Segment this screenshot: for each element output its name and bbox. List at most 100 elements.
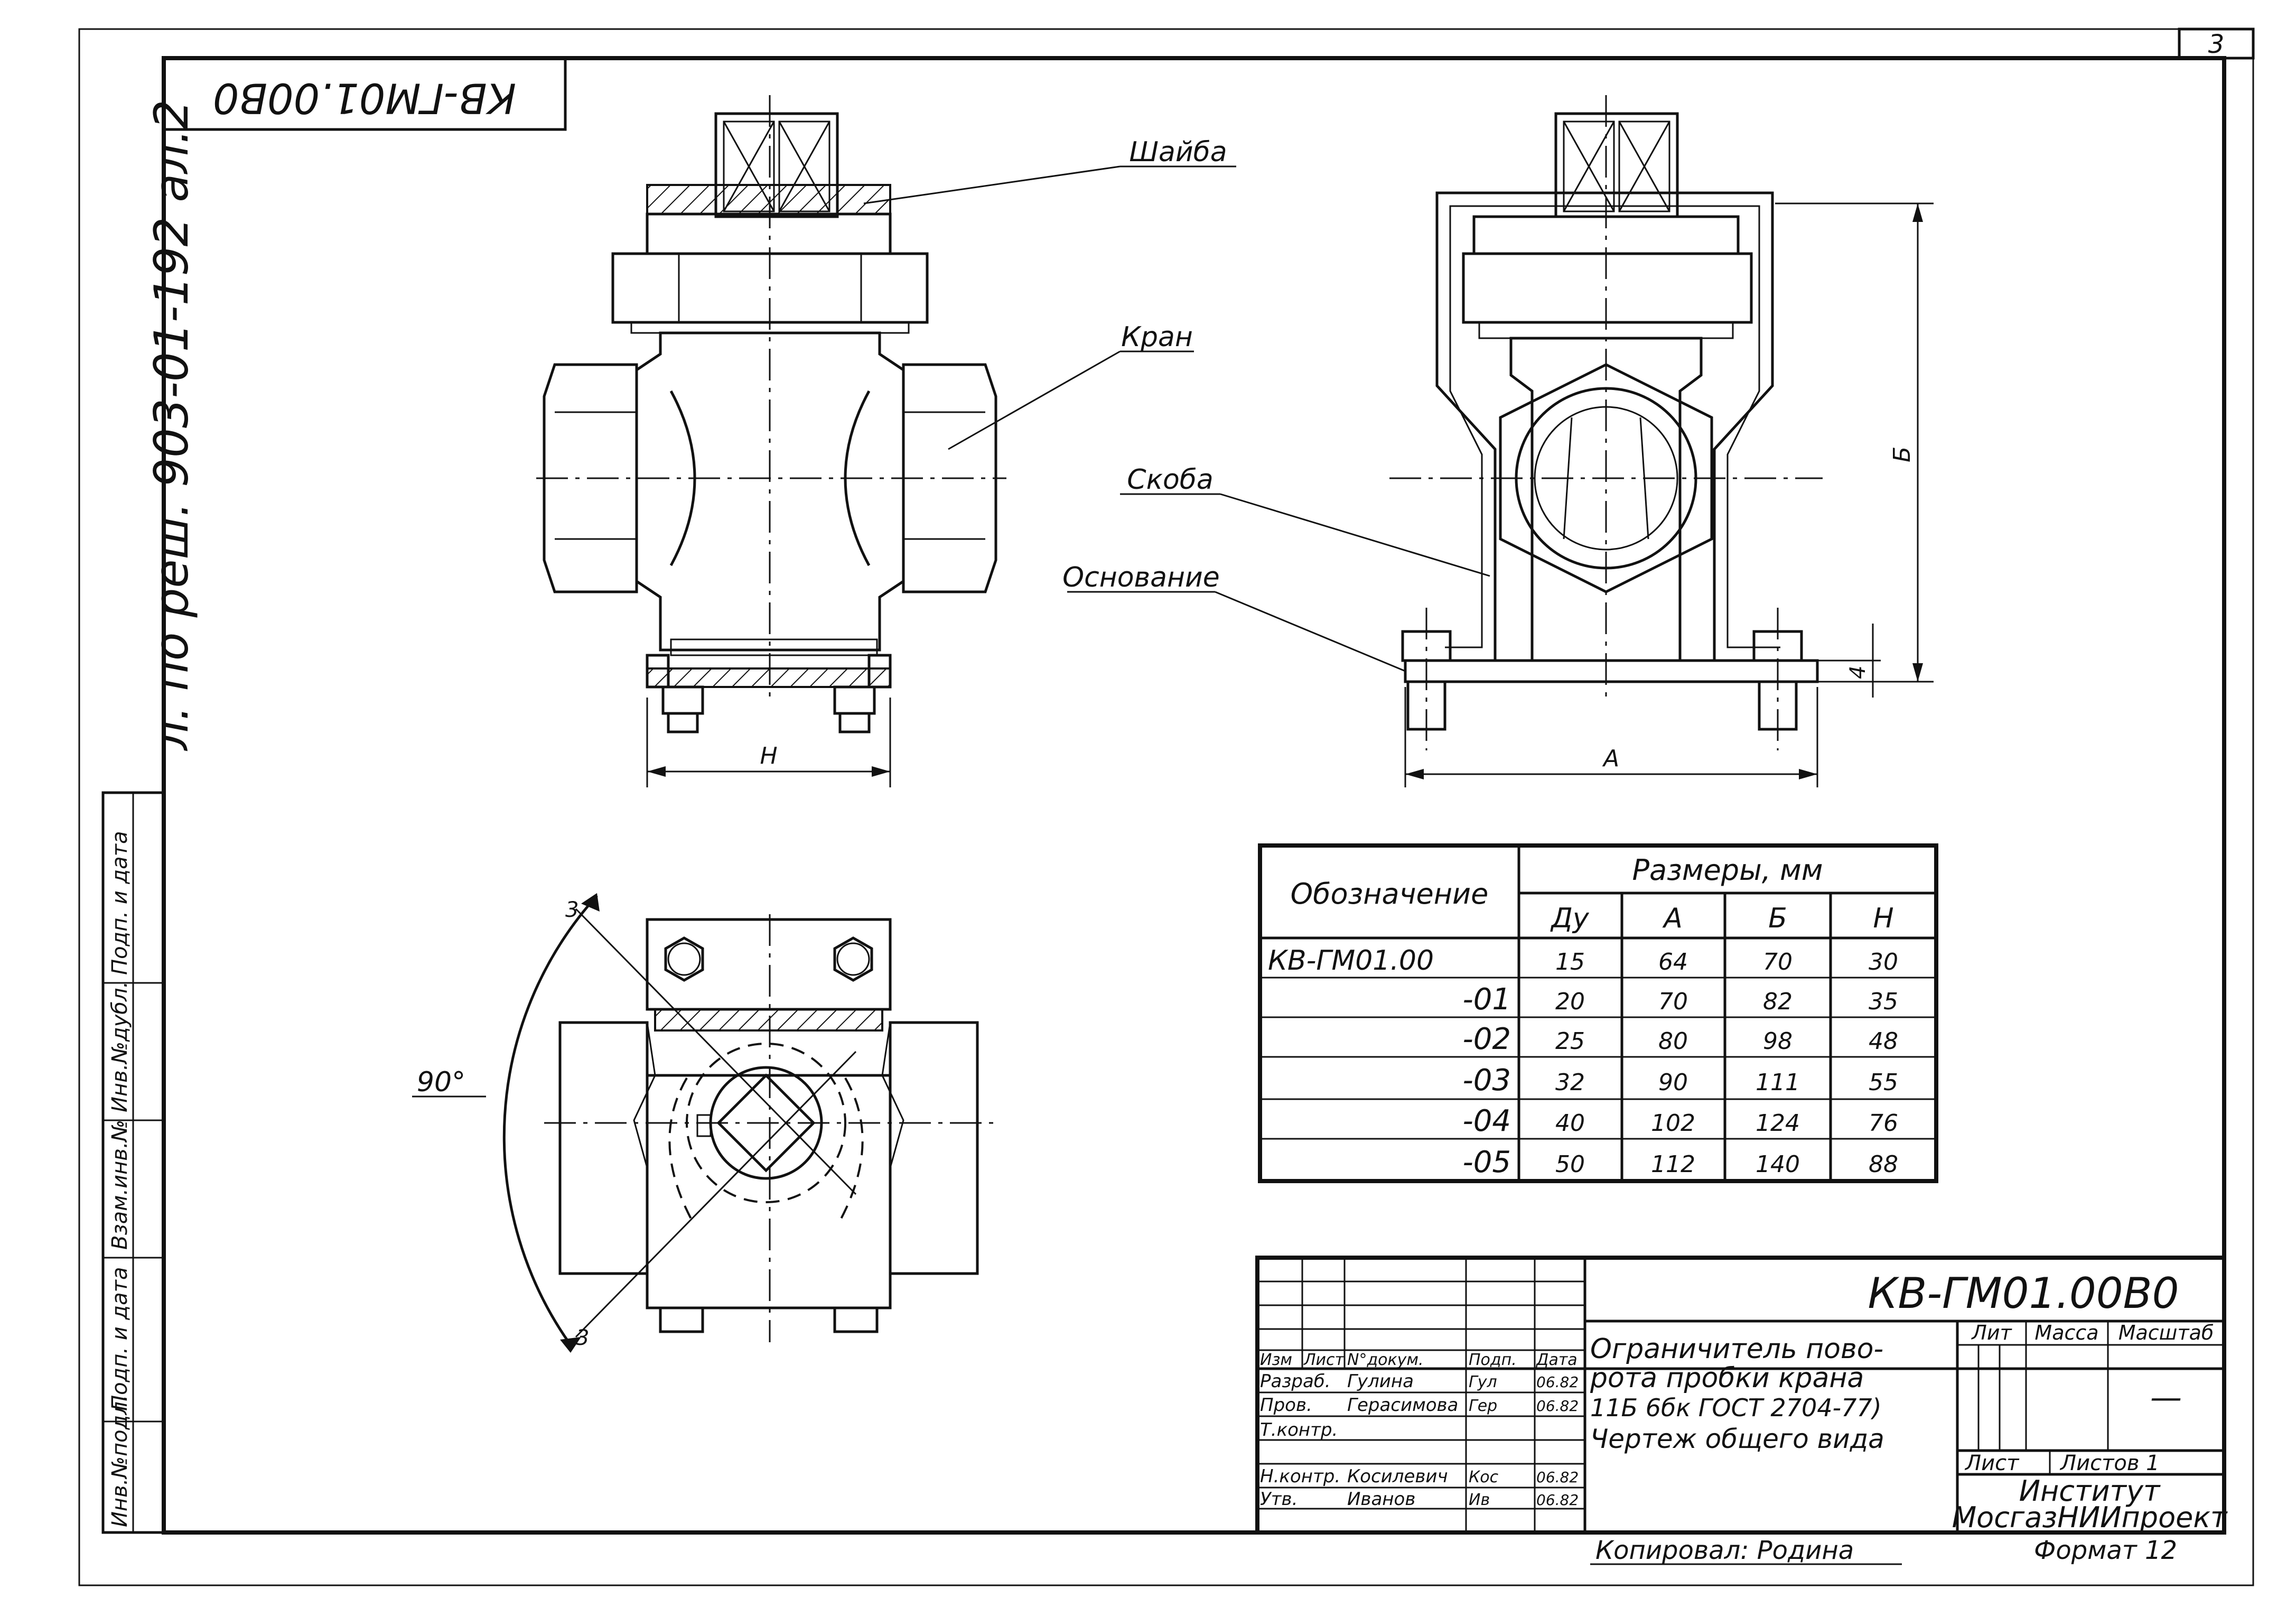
table-cell-a: 70 <box>1658 988 1688 1015</box>
title-line-2: рота пробки крана <box>1590 1362 1864 1394</box>
stamp-code-rotated: КВ-ГМ01.00В0 <box>213 74 516 122</box>
table-cell-b: 98 <box>1763 1028 1793 1055</box>
section-mark-bottom: 3 <box>576 1326 589 1350</box>
title-block-date: 06.82 <box>1536 1491 1579 1509</box>
dimensions-table: Обозначение Размеры, мм Ду А Б Н КВ-ГМ01.00… <box>1258 843 1938 1183</box>
org-line-2: МосгазНИИпроект <box>1952 1501 2228 1534</box>
table-cell-b: 140 <box>1756 1151 1800 1178</box>
table-col-head: А <box>1662 903 1683 934</box>
mass-header: Масса <box>2034 1321 2098 1344</box>
table-row-designation: КВ-ГМ01.00 <box>1268 945 1434 977</box>
table-cell-h: 55 <box>1869 1069 1898 1096</box>
table-cell-a: 80 <box>1658 1028 1688 1055</box>
side-col-3: Взам.инв.№ <box>108 1120 132 1250</box>
table-cell-du: 40 <box>1555 1110 1585 1137</box>
title-block-col-head: Изм <box>1260 1351 1292 1369</box>
table-cell-a: 64 <box>1658 949 1688 975</box>
table-col-head: Ду <box>1550 903 1590 934</box>
front-view: Н Шайба Кран <box>536 95 1236 787</box>
outer-frame <box>78 28 2254 1586</box>
side-col-2: Подп. и дата <box>108 1267 132 1411</box>
table-cell-du: 50 <box>1555 1151 1585 1178</box>
label-kran: Кран <box>1121 321 1193 353</box>
title-block-date: 06.82 <box>1536 1397 1579 1415</box>
sheet-number-box <box>2178 27 2255 60</box>
dim-4: 4 <box>1846 666 1870 679</box>
plan-view: 90° 3 3 <box>412 893 998 1353</box>
title-block-role: Н.контр. <box>1260 1466 1340 1487</box>
table-cell-h: 30 <box>1869 949 1898 975</box>
section-mark-top: 3 <box>565 898 578 922</box>
lit-header: Лит <box>1971 1321 2012 1344</box>
table-cell-b: 124 <box>1756 1110 1800 1137</box>
title-block-name: Герасимова <box>1347 1395 1458 1416</box>
title-block-sign: Гул <box>1469 1373 1497 1391</box>
title-block-col-head: N°докум. <box>1347 1351 1424 1369</box>
table-row-designation: -05 <box>1463 1145 1511 1179</box>
side-col-4: Инв.№дубл. <box>108 981 132 1112</box>
footer-format: Формат 12 <box>2034 1536 2177 1565</box>
table-cell-a: 112 <box>1651 1151 1695 1178</box>
table-cell-du: 25 <box>1555 1028 1585 1055</box>
vertical-note: л. по реш. 903-01-192 ал.2 <box>144 99 199 751</box>
side-columns: Инв.№подл. Подп. и дата Взам.инв.№ Инв.№… <box>101 791 165 1534</box>
table-cell-du: 20 <box>1555 988 1585 1015</box>
title-line-4: Чертеж общего вида <box>1590 1424 1884 1454</box>
stamp-code-box <box>162 57 567 131</box>
table-row-designation: -01 <box>1463 982 1511 1017</box>
title-block-col-head: Дата <box>1535 1351 1578 1369</box>
table-cell-du: 15 <box>1555 949 1585 975</box>
table-cell-h: 35 <box>1869 988 1898 1015</box>
table-row-designation: -03 <box>1463 1063 1511 1098</box>
title-line-1: Ограничитель пово- <box>1590 1333 1883 1365</box>
dim-A: А <box>1602 745 1619 772</box>
table-cell-b: 70 <box>1763 949 1793 975</box>
title-block-role: Утв. <box>1260 1489 1298 1510</box>
label-shaiba: Шайба <box>1129 136 1227 168</box>
table-cell-h: 48 <box>1869 1028 1898 1055</box>
title-block-code: КВ-ГМ01.00В0 <box>1868 1269 2179 1318</box>
title-block-col-head: Подп. <box>1469 1351 1517 1369</box>
table-cell-b: 111 <box>1756 1069 1800 1096</box>
title-block-col-head: Лист <box>1303 1351 1345 1369</box>
table-row-designation: -02 <box>1463 1022 1511 1056</box>
sheets-label: Листов 1 <box>2059 1451 2160 1475</box>
table-cell-h: 76 <box>1869 1110 1898 1137</box>
side-col-1: Инв.№подл. <box>108 1395 132 1527</box>
table-col-head: Б <box>1768 903 1787 934</box>
scale-header: Масштаб <box>2118 1321 2214 1344</box>
title-block-sign: Ив <box>1469 1491 1490 1509</box>
title-block-name: Косилевич <box>1347 1466 1448 1487</box>
title-block-date: 06.82 <box>1536 1373 1579 1391</box>
footer-copied: Копировал: Родина <box>1595 1536 1854 1565</box>
table-cell-du: 32 <box>1555 1069 1585 1096</box>
angle-label: 90° <box>417 1066 465 1098</box>
title-block-date: 06.82 <box>1536 1469 1579 1486</box>
label-skoba: Скоба <box>1127 464 1213 496</box>
side-col-5: Подп. и дата <box>108 831 132 975</box>
sheet-label: Лист <box>1964 1451 2020 1475</box>
table-cell-a: 102 <box>1651 1110 1695 1137</box>
scale-value: — <box>2150 1379 2182 1416</box>
org-line-1: Институт <box>2019 1474 2161 1508</box>
title-block-role: Разраб. <box>1260 1371 1331 1392</box>
table-row-designation: -04 <box>1463 1104 1511 1138</box>
table-header-sizes: Размеры, мм <box>1632 853 1823 887</box>
title-block-role: Пров. <box>1260 1395 1312 1416</box>
label-osnovanie: Основание <box>1062 562 1220 593</box>
sheet-number: 3 <box>2208 30 2225 59</box>
title-line-3: 11Б 6бк ГОСТ 2704-77) <box>1590 1393 1882 1422</box>
table-col-head: Н <box>1873 903 1893 934</box>
table-cell-a: 90 <box>1658 1069 1688 1096</box>
dim-H: Н <box>760 742 777 769</box>
dim-B: Б <box>1889 447 1916 462</box>
title-block-name: Гулина <box>1347 1371 1414 1392</box>
title-block-name: Иванов <box>1347 1489 1415 1510</box>
table-cell-b: 82 <box>1763 988 1793 1015</box>
title-block-role: Т.контр. <box>1260 1419 1338 1441</box>
table-header-designation: Обозначение <box>1291 877 1489 911</box>
side-view: А Б 4 Скоба Основание <box>1062 95 1934 787</box>
table-cell-h: 88 <box>1869 1151 1898 1178</box>
